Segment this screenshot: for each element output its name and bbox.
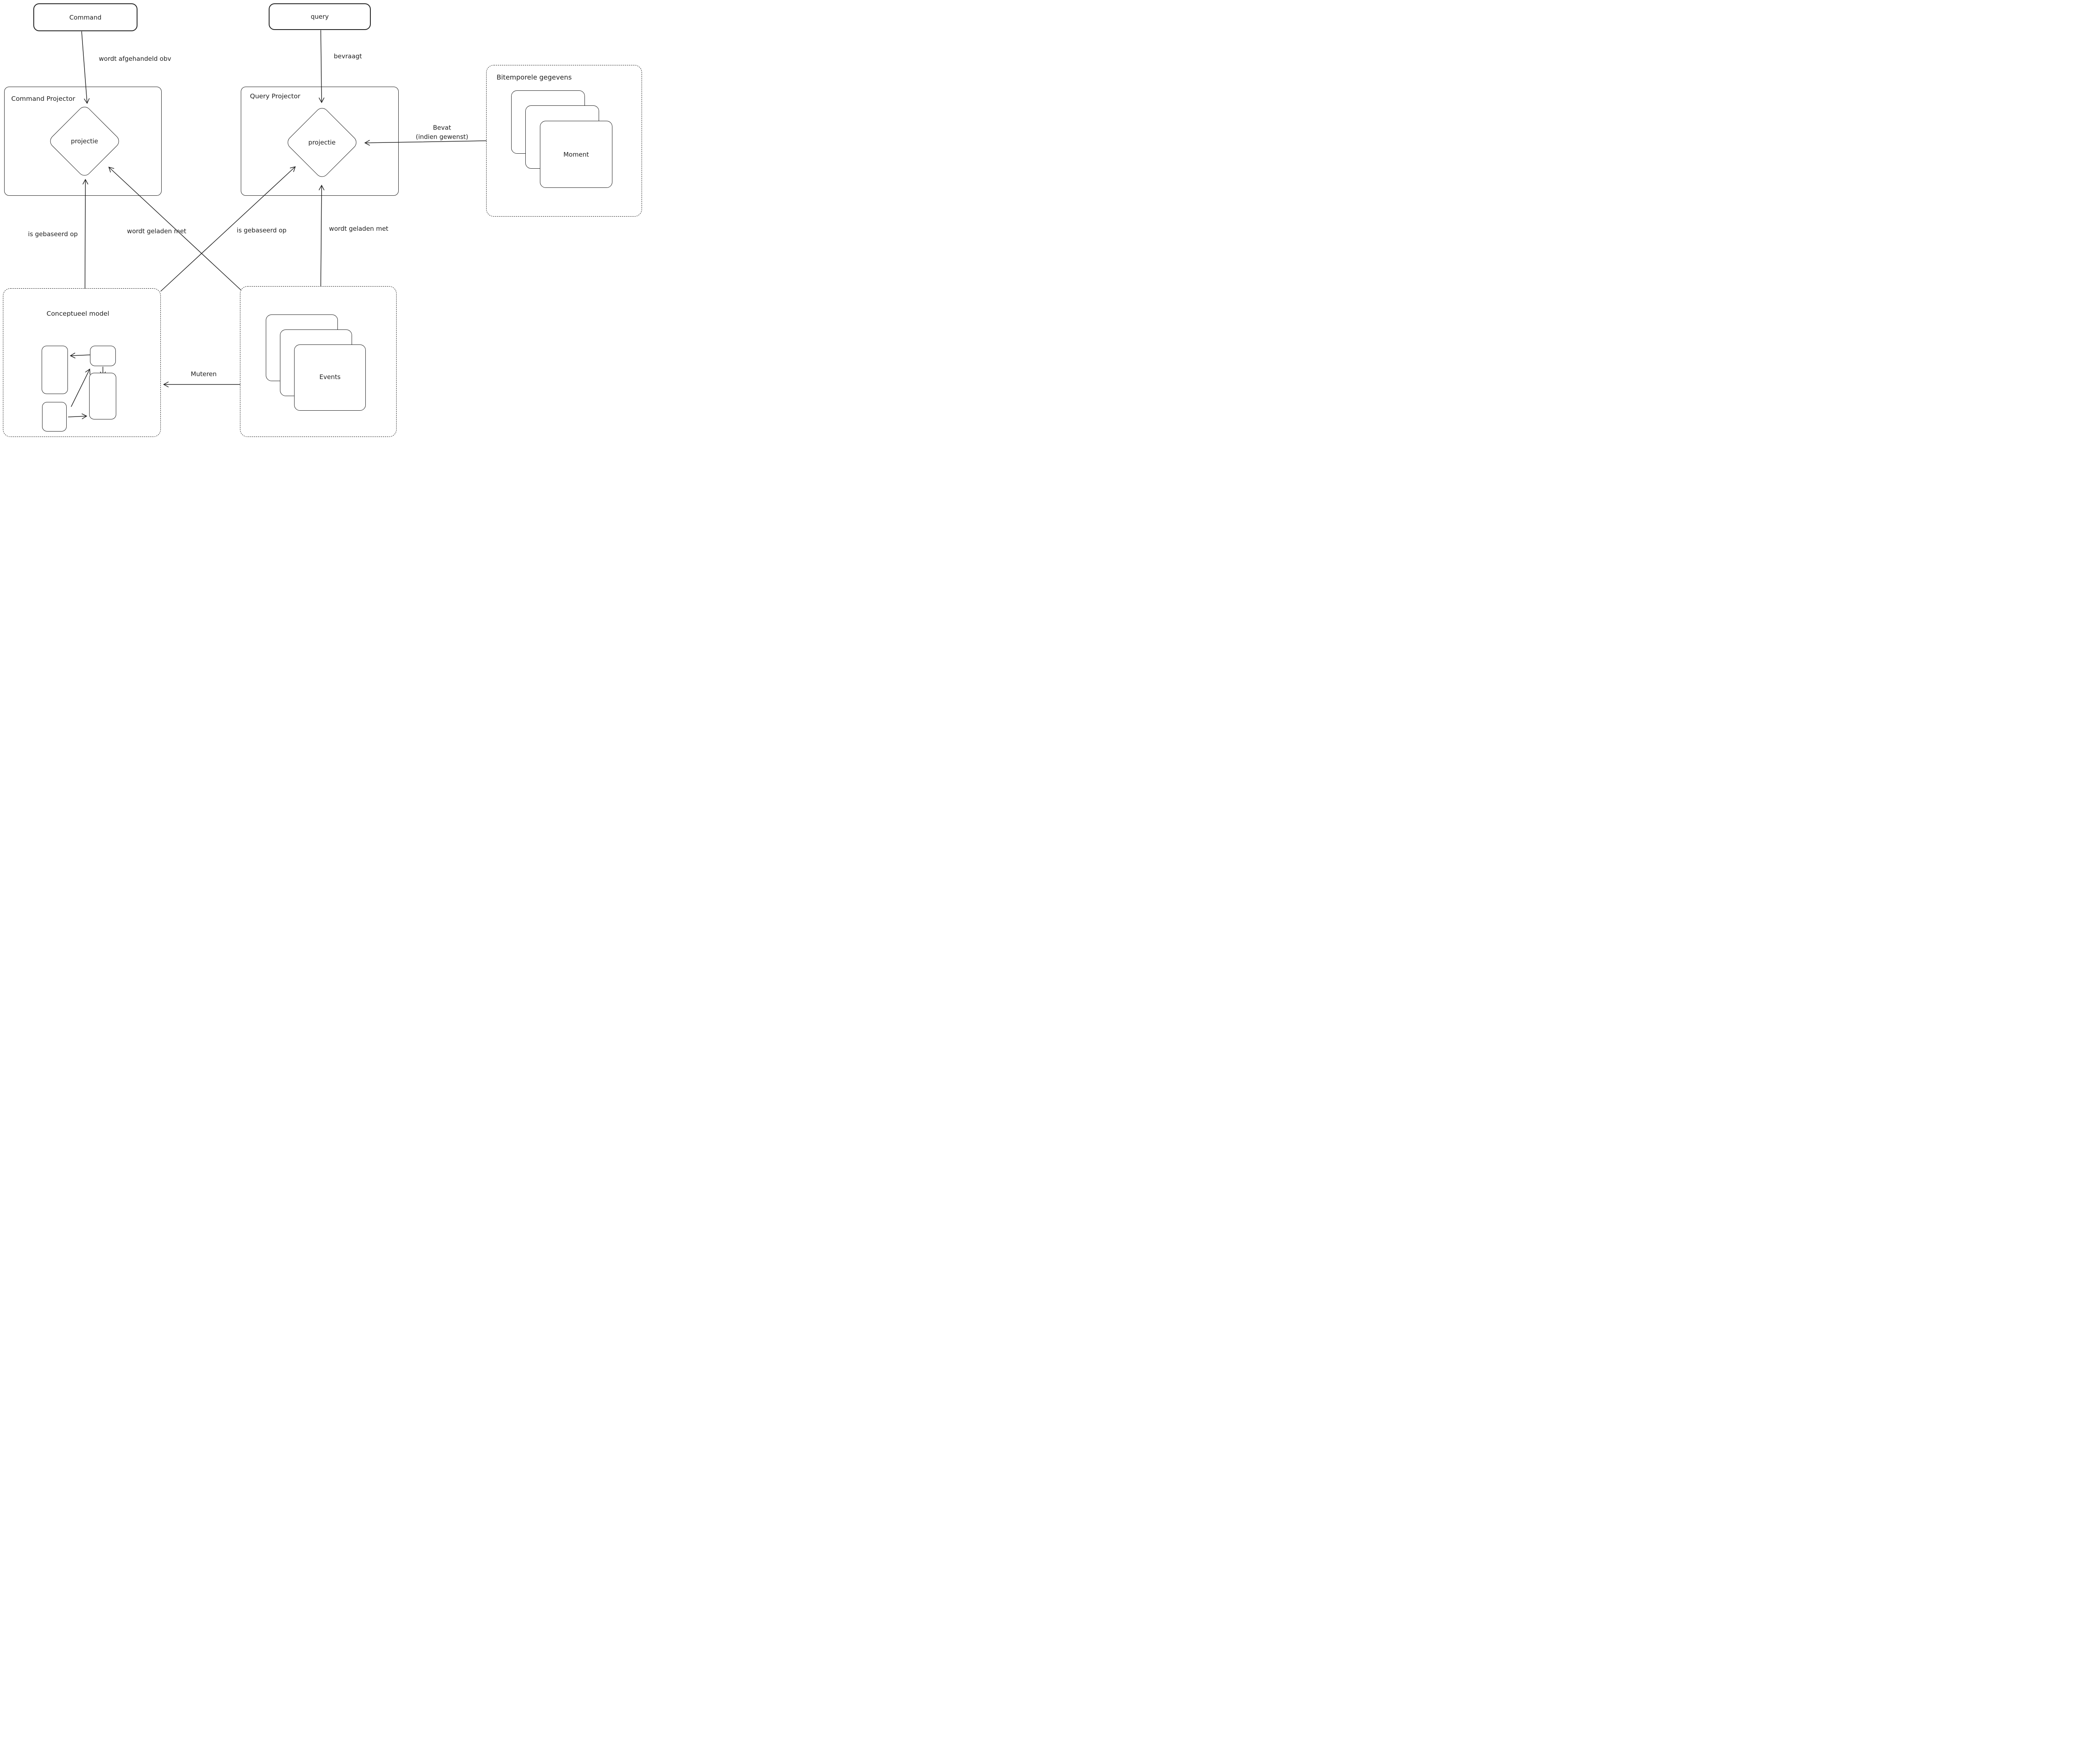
events-card-label: Events: [319, 373, 341, 381]
events-card-front: [294, 344, 366, 411]
container-command-projector: [4, 87, 162, 196]
node-query-label: query: [310, 13, 329, 20]
container-bitemporal-data: [486, 65, 642, 217]
container-conceptual-model: [3, 288, 161, 437]
edge-label-command-based-on: is gebaseerd op: [28, 230, 78, 238]
edge-label-mutate: Muteren: [190, 370, 217, 378]
edge-label-contains: Bevat (indien gewenst): [416, 123, 468, 142]
diamond-command-projection-label: projectie: [71, 137, 98, 145]
container-bitemporal-data-title: Bitemporele gegevens: [497, 73, 572, 81]
conceptual-mini-box-d: [89, 373, 116, 419]
edge-label-contains-line1: Bevat: [433, 124, 451, 132]
diagram-canvas: Command query Command Projector projecti…: [0, 0, 647, 441]
diamond-query-projection-label: projectie: [308, 139, 336, 146]
bitemporal-card-label: Moment: [563, 151, 589, 158]
edge-label-query-queries: bevraagt: [334, 52, 362, 60]
edge-query-loaded-with: [319, 185, 325, 287]
container-query-projector-title: Query Projector: [250, 92, 300, 100]
edge-label-command-handled: wordt afgehandeld obv: [99, 55, 171, 63]
node-command: Command: [33, 3, 137, 31]
edge-label-contains-line2: (indien gewenst): [415, 133, 469, 140]
conceptual-mini-box-b: [90, 346, 116, 366]
edge-label-command-loaded-with: wordt geladen met: [127, 227, 187, 235]
edge-label-query-based-on: is gebaseerd op: [237, 227, 287, 235]
edge-label-query-loaded-with: wordt geladen met: [329, 225, 389, 233]
conceptual-mini-box-a: [42, 346, 68, 394]
node-query: query: [269, 3, 371, 30]
container-command-projector-title: Command Projector: [11, 95, 75, 102]
container-event-store: [240, 286, 397, 437]
node-command-label: Command: [69, 13, 102, 21]
container-conceptual-model-title: Conceptueel model: [46, 310, 110, 317]
conceptual-mini-box-c: [42, 402, 67, 432]
bitemporal-card-front: [540, 121, 612, 188]
container-query-projector: [241, 87, 399, 196]
